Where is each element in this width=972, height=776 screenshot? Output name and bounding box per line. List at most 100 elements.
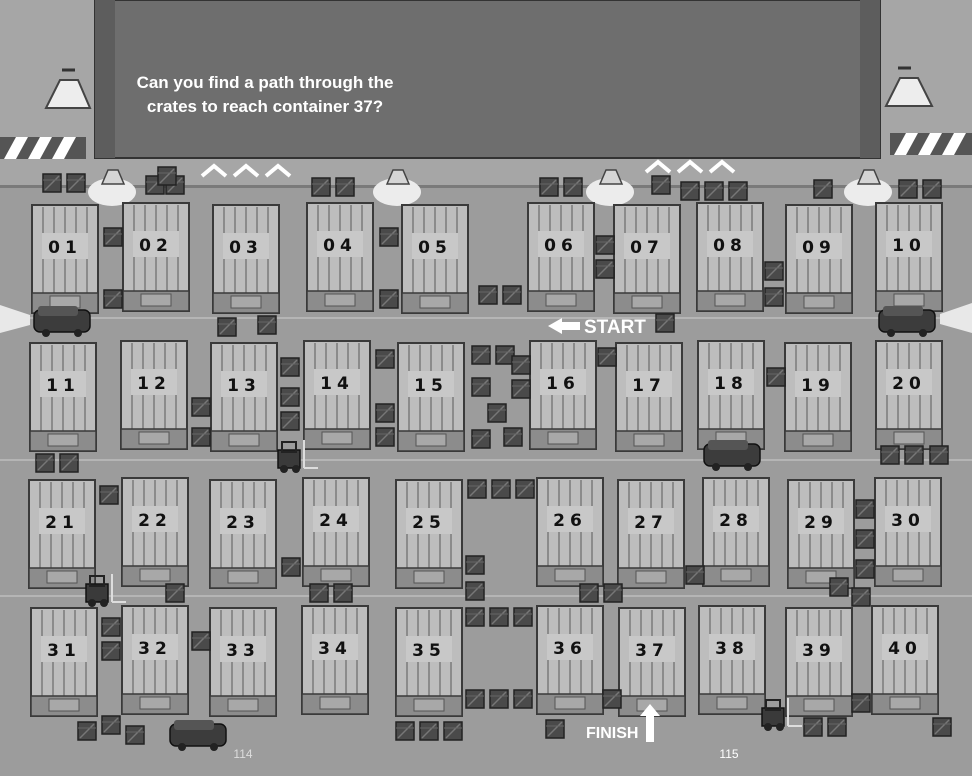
crate bbox=[465, 607, 485, 627]
crate bbox=[465, 689, 485, 709]
crate bbox=[257, 315, 277, 335]
container: 20 bbox=[875, 340, 943, 450]
container: 23 bbox=[209, 479, 277, 589]
crate bbox=[487, 403, 507, 423]
container: 21 bbox=[28, 479, 96, 589]
crate bbox=[489, 689, 509, 709]
crate bbox=[379, 289, 399, 309]
container-number: 16 bbox=[546, 374, 580, 394]
crate bbox=[704, 181, 724, 201]
crate bbox=[191, 397, 211, 417]
container-number: 04 bbox=[323, 236, 357, 256]
crate bbox=[515, 479, 535, 499]
container: 13 bbox=[210, 342, 278, 452]
container-number: 03 bbox=[229, 238, 263, 258]
crate bbox=[545, 719, 565, 739]
crate bbox=[563, 177, 583, 197]
container: 22 bbox=[121, 477, 189, 587]
container: 24 bbox=[302, 477, 370, 587]
container-number: 06 bbox=[544, 236, 578, 256]
headlight-beam-left bbox=[0, 305, 30, 333]
crate bbox=[855, 559, 875, 579]
container-number: 40 bbox=[888, 639, 922, 659]
crate bbox=[467, 479, 487, 499]
headlight-beam-right bbox=[940, 303, 972, 333]
container-number: 14 bbox=[320, 374, 354, 394]
puzzle-question-line-1: Can you find a path through the bbox=[137, 73, 394, 92]
start-label: START bbox=[584, 317, 646, 338]
container: 28 bbox=[702, 477, 770, 587]
delivery-van bbox=[703, 440, 761, 471]
container: 40 bbox=[871, 605, 939, 715]
finish-arrow-icon bbox=[640, 704, 660, 742]
crate bbox=[813, 179, 833, 199]
container-number: 39 bbox=[802, 641, 836, 661]
container: 09 bbox=[785, 204, 853, 314]
crate bbox=[595, 235, 615, 255]
container-number: 28 bbox=[719, 511, 753, 531]
forklift bbox=[277, 440, 318, 473]
bay-pillar-left bbox=[95, 0, 115, 158]
container: 37 bbox=[618, 607, 686, 717]
wall-baseline bbox=[0, 185, 972, 188]
hazard-stripes-right bbox=[890, 133, 972, 155]
crate bbox=[511, 379, 531, 399]
crate bbox=[59, 453, 79, 473]
crate bbox=[191, 427, 211, 447]
crate bbox=[495, 345, 515, 365]
container: 36 bbox=[536, 605, 604, 715]
container-number: 18 bbox=[714, 374, 748, 394]
container: 38 bbox=[698, 605, 766, 715]
container: 29 bbox=[787, 479, 855, 589]
container: 18 bbox=[697, 340, 765, 450]
crates bbox=[35, 166, 952, 745]
page-number-right: 115 bbox=[719, 747, 738, 761]
crate bbox=[333, 583, 353, 603]
container: 25 bbox=[395, 479, 463, 589]
container: 10 bbox=[875, 202, 943, 312]
container: 05 bbox=[401, 204, 469, 314]
crate bbox=[280, 357, 300, 377]
container-number: 24 bbox=[319, 511, 353, 531]
container-number: 22 bbox=[138, 511, 172, 531]
ceiling-lamp-icon bbox=[88, 169, 136, 206]
wall-lamp-right bbox=[884, 66, 934, 107]
crate bbox=[502, 285, 522, 305]
crate bbox=[503, 427, 523, 447]
container: 34 bbox=[301, 605, 369, 715]
container-number: 02 bbox=[139, 236, 173, 256]
container-number: 33 bbox=[226, 641, 260, 661]
crate bbox=[478, 285, 498, 305]
crate bbox=[827, 717, 847, 737]
container: 35 bbox=[395, 607, 463, 717]
crate bbox=[101, 715, 121, 735]
page-number-left: 114 bbox=[233, 747, 252, 761]
container-number: 26 bbox=[553, 511, 587, 531]
crate bbox=[311, 177, 331, 197]
crate bbox=[491, 479, 511, 499]
crate bbox=[35, 453, 55, 473]
crate bbox=[103, 289, 123, 309]
crate bbox=[191, 631, 211, 651]
container-number: 25 bbox=[412, 513, 446, 533]
container: 27 bbox=[617, 479, 685, 589]
container-number: 29 bbox=[804, 513, 838, 533]
crate bbox=[855, 529, 875, 549]
crate bbox=[904, 445, 924, 465]
crate bbox=[379, 227, 399, 247]
container: 15 bbox=[397, 342, 465, 452]
crate bbox=[465, 581, 485, 601]
container-number: 35 bbox=[412, 641, 446, 661]
crate bbox=[680, 181, 700, 201]
crate bbox=[922, 179, 942, 199]
crate bbox=[101, 641, 121, 661]
delivery-van bbox=[169, 720, 227, 751]
crate bbox=[77, 721, 97, 741]
crate bbox=[443, 721, 463, 741]
ceiling-lamps bbox=[88, 169, 892, 206]
container-number: 17 bbox=[632, 376, 666, 396]
crate bbox=[103, 227, 123, 247]
crate bbox=[489, 607, 509, 627]
crate bbox=[375, 403, 395, 423]
crate bbox=[829, 577, 849, 597]
